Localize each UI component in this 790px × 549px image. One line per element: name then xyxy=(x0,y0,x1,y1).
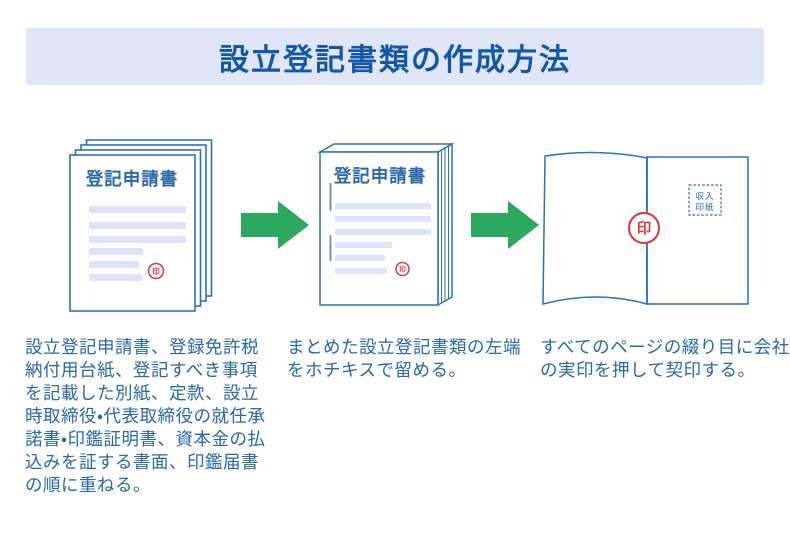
stapled-booklet-illustration: 登記申請書 印 xyxy=(317,142,455,307)
seal-stamp-icon: 印 xyxy=(395,261,410,277)
page-title: 設立登記書類の作成方法 xyxy=(219,43,571,77)
seal-stamp-icon: 印 xyxy=(147,262,165,280)
open-book-right-page xyxy=(646,156,749,305)
booklet-top-edge xyxy=(317,143,455,153)
tally-seal-label: 印 xyxy=(637,220,652,238)
staple-icon xyxy=(329,183,332,211)
step-caption-2: まとめた設立登記書類の左端をホチキスで留める。 xyxy=(287,337,521,380)
booklet-cover xyxy=(319,151,439,306)
revenue-stamp-box: 収入 印紙 xyxy=(688,184,722,216)
arrow-step2-to-step3-icon xyxy=(471,201,539,249)
front-sheet: 登記申請書 印 xyxy=(69,154,196,312)
document-title: 登記申請書 xyxy=(85,169,179,189)
right-arrow-shape xyxy=(471,201,539,249)
revenue-stamp-label-line1: 収入 xyxy=(695,191,714,201)
document-title: 登記申請書 xyxy=(333,166,427,186)
text-line-placeholders xyxy=(89,206,186,281)
staple-icon xyxy=(329,235,332,261)
right-arrow-shape xyxy=(241,201,309,249)
revenue-stamp-label-line2: 印紙 xyxy=(695,202,714,212)
step-caption-3: すべてのページの綴り目に会社の実印を押して契印する。 xyxy=(540,337,790,380)
staple-icons xyxy=(329,183,332,261)
title-banner: 設立登記書類の作成方法 xyxy=(26,28,764,85)
text-line-placeholders xyxy=(335,203,431,274)
arrow-step1-to-step2-icon xyxy=(241,201,309,249)
front-sheet-paper xyxy=(69,154,196,312)
paper-stack-illustration: 登記申請書 印 xyxy=(69,139,213,312)
open-book-illustration: 収入 印紙 印 xyxy=(542,151,749,305)
tally-seal-stamp-icon: 印 xyxy=(628,212,660,244)
seal-stamp-label: 印 xyxy=(152,266,160,276)
seal-stamp-label: 印 xyxy=(399,265,406,274)
step-caption-1: 設立登記申請書、登録免許税納付用台紙、登記すべき事項を記載した別紙、定款、設立時… xyxy=(25,337,266,495)
